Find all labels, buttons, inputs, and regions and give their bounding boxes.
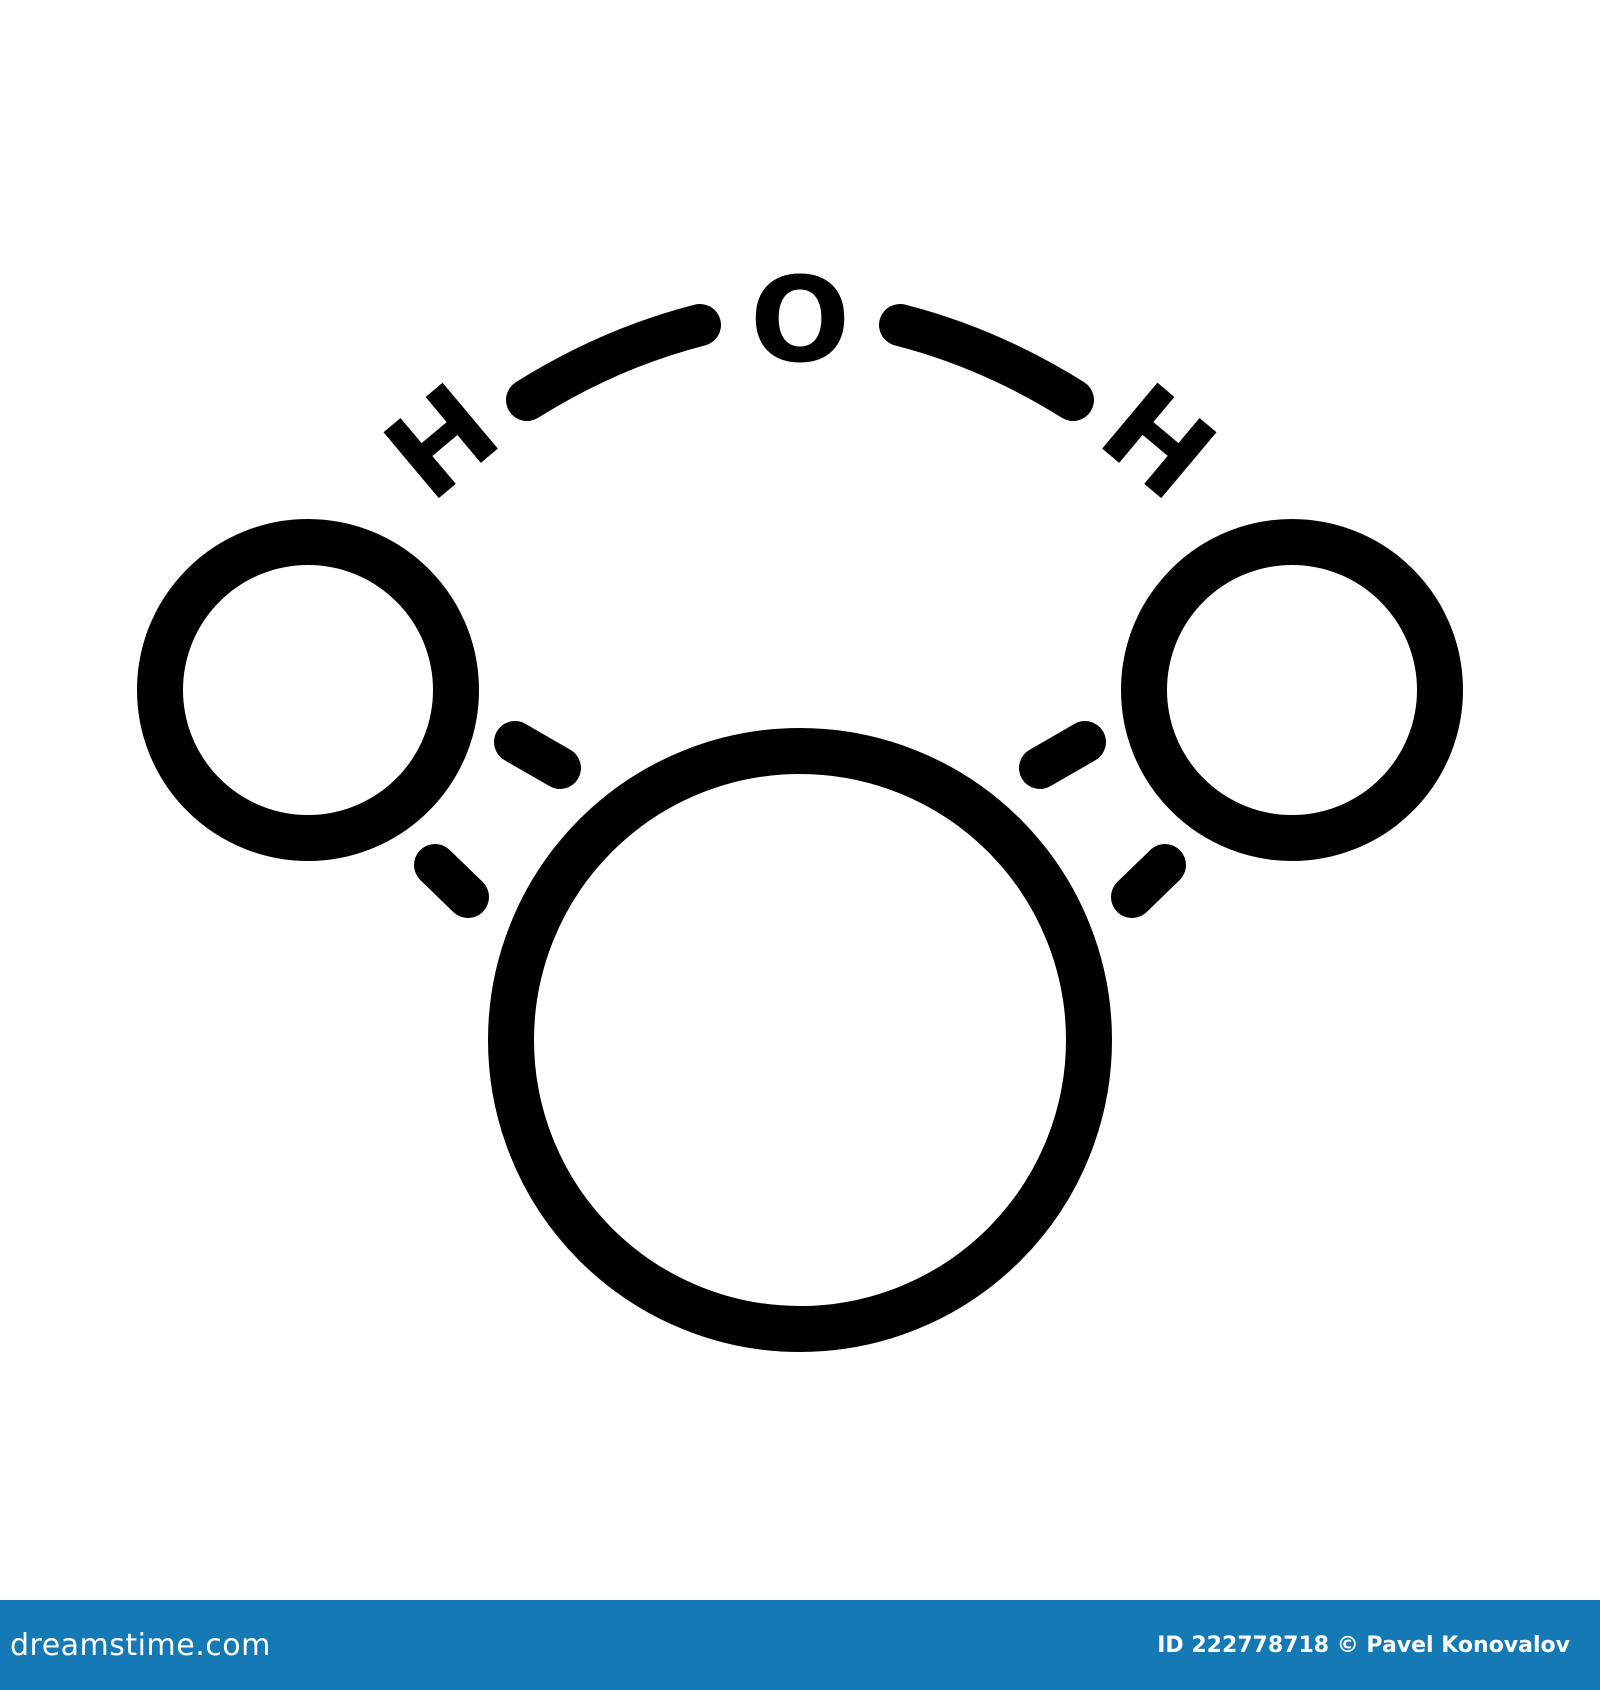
bond-dash-left-upper	[494, 721, 581, 789]
water-molecule-illustration: H O H	[137, 251, 1463, 1352]
bond-dash-right-upper	[1019, 721, 1106, 789]
bond-line-o-h-right	[879, 304, 1094, 421]
hydrogen-atom-left	[137, 519, 479, 861]
hydrogen-atom-right	[1121, 519, 1463, 861]
water-molecule-icon: H O H	[137, 251, 1463, 1352]
stock-credit-bar: dreamstime.com ID 222778718 © Pavel Kono…	[0, 1600, 1600, 1690]
site-logo: dreamstime.com	[10, 1627, 271, 1663]
atom-label-h-right: H	[1076, 357, 1240, 526]
atom-label-o: O	[750, 251, 850, 389]
bond-line-h-left-o	[506, 304, 721, 421]
oxygen-atom	[488, 728, 1112, 1352]
bond-dash-right-lower	[1111, 844, 1186, 918]
image-credit: ID 222778718 © Pavel Konovalov	[1157, 1632, 1570, 1658]
bond-dash-left-lower	[414, 844, 489, 918]
atom-label-h-left: H	[360, 357, 524, 526]
